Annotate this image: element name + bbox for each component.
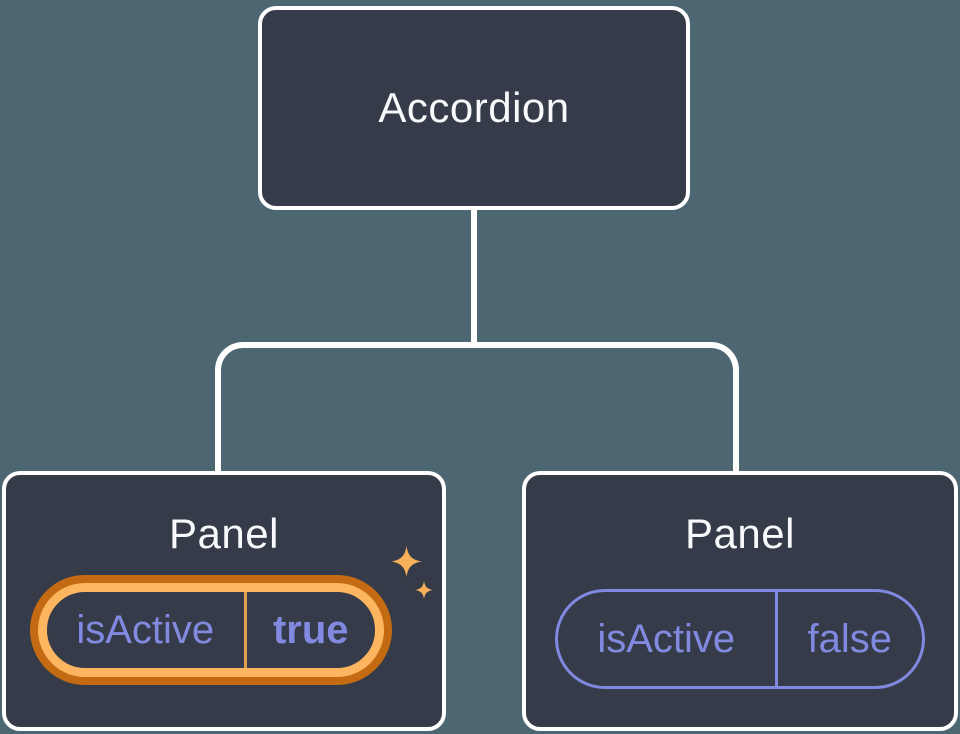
connector-branch (215, 342, 739, 472)
state-prop-name: isActive (76, 608, 215, 652)
sparkle-icon (391, 546, 422, 577)
connector-root-stem (471, 205, 477, 345)
node-panel-inactive: Panel isActive false (522, 471, 958, 731)
pill-divider (243, 592, 247, 668)
panel-label: Panel (685, 510, 795, 557)
node-panel-active: Panel isActive true (2, 471, 446, 731)
state-pill-inactive: isActive false (555, 589, 925, 689)
state-prop-value: true (272, 608, 349, 652)
node-accordion: Accordion (258, 6, 690, 210)
pill-divider (774, 592, 778, 686)
state-prop-value: false (807, 617, 893, 661)
panel-label: Panel (169, 510, 279, 557)
state-pill-active: isActive true (38, 583, 384, 677)
accordion-label: Accordion (378, 84, 570, 131)
sparkle-icon (415, 581, 433, 599)
state-prop-name: isActive (597, 617, 736, 661)
